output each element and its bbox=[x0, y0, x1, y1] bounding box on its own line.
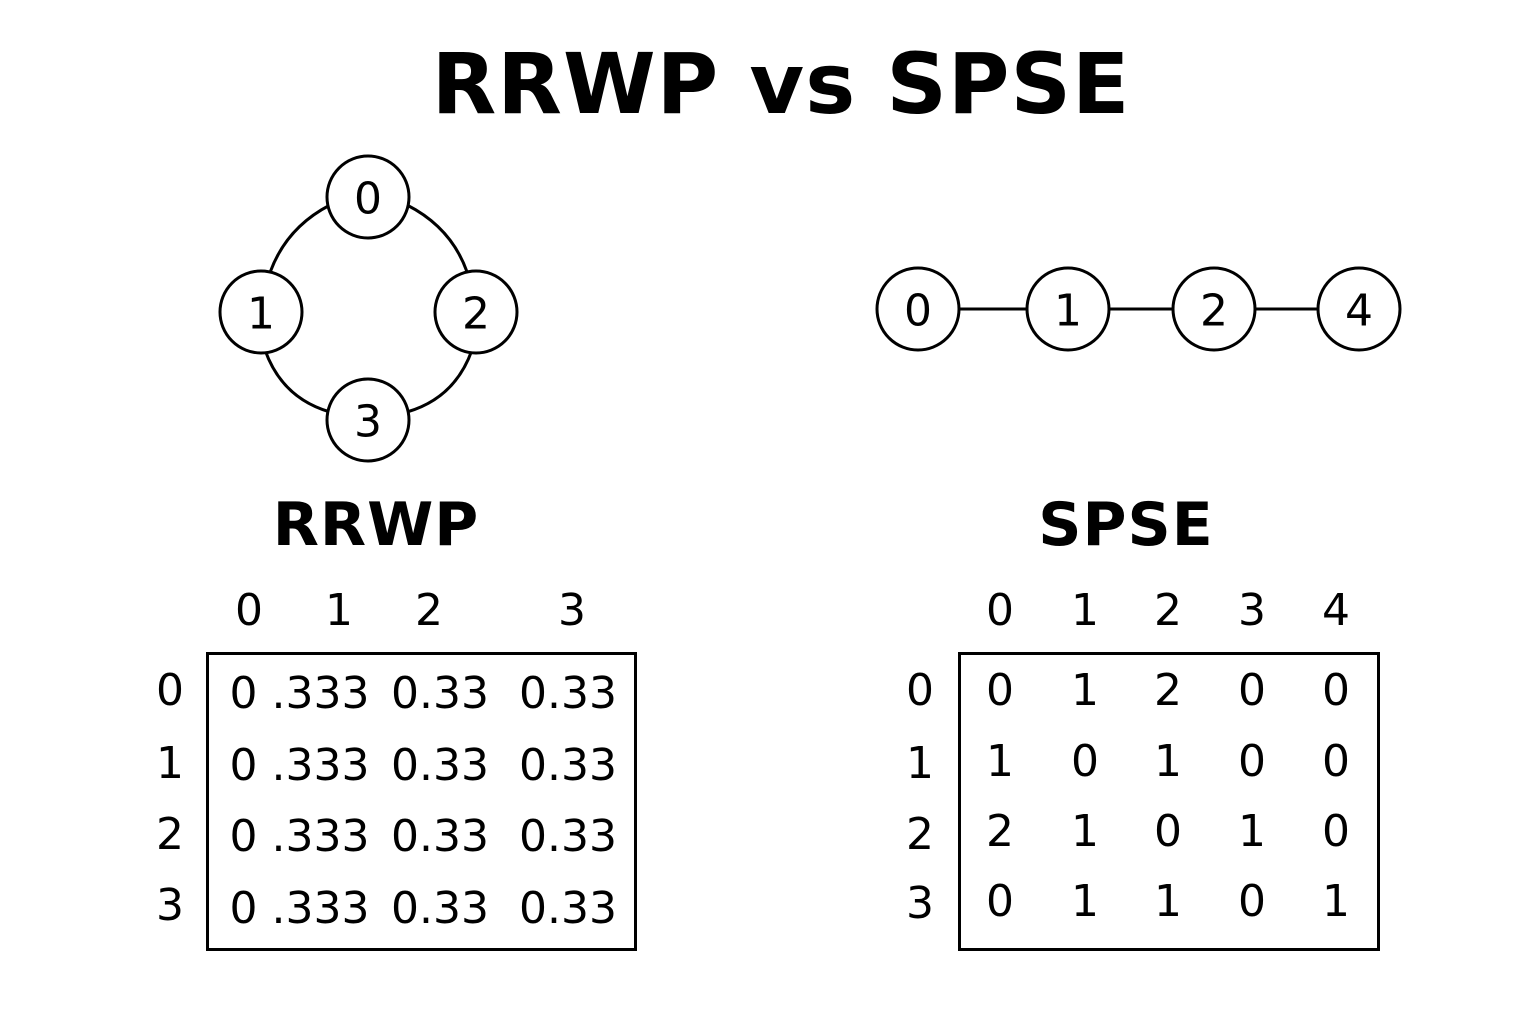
spse-node-label: 2 bbox=[1200, 286, 1228, 337]
spse-cell: 1 bbox=[1238, 806, 1266, 857]
rrwp-row-header: 3 bbox=[156, 880, 184, 931]
rrwp-cell: 0.33 bbox=[391, 811, 489, 862]
spse-col-header: 2 bbox=[1154, 585, 1182, 636]
rrwp-matrix-border bbox=[206, 652, 637, 951]
spse-cell: 1 bbox=[1154, 876, 1182, 927]
spse-cell: 0 bbox=[1238, 665, 1266, 716]
edge-1-3 bbox=[263, 349, 331, 414]
spse-cell: 0 bbox=[1322, 736, 1350, 787]
rrwp-heading: RRWP bbox=[272, 490, 480, 560]
spse-row-header: 3 bbox=[906, 878, 934, 929]
rrwp-cell: 0.33 bbox=[391, 883, 489, 934]
spse-row-header: 1 bbox=[906, 738, 934, 789]
rrwp-col-header: 1 bbox=[325, 585, 353, 636]
spse-cell: 1 bbox=[1071, 806, 1099, 857]
rrwp-node-label: 0 bbox=[354, 174, 382, 225]
spse-cell: 0 bbox=[1238, 736, 1266, 787]
spse-node-1: 1 bbox=[1025, 266, 1111, 352]
spse-cell: 0 bbox=[1238, 876, 1266, 927]
rrwp-node-3: 3 bbox=[325, 377, 411, 463]
spse-col-header: 4 bbox=[1322, 585, 1350, 636]
rrwp-cell: 0 .333 bbox=[229, 668, 370, 719]
rrwp-cell: 0 .333 bbox=[229, 811, 370, 862]
spse-cell: 1 bbox=[1322, 876, 1350, 927]
rrwp-row-header: 0 bbox=[156, 665, 184, 716]
spse-cell: 0 bbox=[1322, 806, 1350, 857]
spse-cell: 2 bbox=[1154, 665, 1182, 716]
spse-node-0: 0 bbox=[875, 266, 961, 352]
rrwp-node-label: 2 bbox=[462, 289, 490, 340]
spse-cell: 1 bbox=[1154, 736, 1182, 787]
spse-row-header: 0 bbox=[906, 665, 934, 716]
spse-node-label: 0 bbox=[904, 286, 932, 337]
rrwp-col-header: 0 bbox=[235, 585, 263, 636]
spse-heading: SPSE bbox=[1038, 490, 1214, 560]
rrwp-cell: 0.33 bbox=[519, 740, 617, 791]
spse-node-4: 4 bbox=[1316, 266, 1402, 352]
rrwp-node-0: 0 bbox=[325, 154, 411, 240]
spse-row-header: 2 bbox=[906, 809, 934, 860]
rrwp-node-2: 2 bbox=[433, 269, 519, 355]
spse-cell: 0 bbox=[1071, 736, 1099, 787]
rrwp-cell: 0.33 bbox=[519, 811, 617, 862]
spse-matrix-border bbox=[958, 652, 1380, 951]
spse-node-label: 4 bbox=[1345, 286, 1373, 337]
spse-node-2: 2 bbox=[1171, 266, 1257, 352]
spse-cell: 1 bbox=[1071, 665, 1099, 716]
rrwp-cell: 0 .333 bbox=[229, 740, 370, 791]
spse-col-header: 0 bbox=[986, 585, 1014, 636]
rrwp-cell: 0.33 bbox=[391, 668, 489, 719]
spse-node-label: 1 bbox=[1054, 286, 1082, 337]
rrwp-col-header: 3 bbox=[558, 585, 586, 636]
rrwp-node-label: 3 bbox=[354, 397, 382, 448]
rrwp-col-header: 2 bbox=[415, 585, 443, 636]
rrwp-cell: 0.33 bbox=[519, 668, 617, 719]
rrwp-row-header: 2 bbox=[156, 809, 184, 860]
spse-cell: 0 bbox=[986, 876, 1014, 927]
rrwp-cell: 0.33 bbox=[519, 883, 617, 934]
spse-cell: 1 bbox=[1071, 876, 1099, 927]
spse-col-header: 1 bbox=[1071, 585, 1099, 636]
rrwp-row-header: 1 bbox=[156, 738, 184, 789]
rrwp-cell: 0 .333 bbox=[229, 883, 370, 934]
rrwp-cell: 0.33 bbox=[391, 740, 489, 791]
page-title: RRWP vs SPSE bbox=[431, 35, 1131, 133]
spse-cell: 0 bbox=[1322, 665, 1350, 716]
edge-2-3 bbox=[406, 349, 474, 414]
spse-cell: 0 bbox=[1154, 806, 1182, 857]
rrwp-node-label: 1 bbox=[247, 289, 275, 340]
spse-cell: 2 bbox=[986, 806, 1014, 857]
spse-cell: 1 bbox=[986, 736, 1014, 787]
spse-cell: 0 bbox=[986, 665, 1014, 716]
spse-col-header: 3 bbox=[1238, 585, 1266, 636]
rrwp-node-1: 1 bbox=[218, 269, 304, 355]
